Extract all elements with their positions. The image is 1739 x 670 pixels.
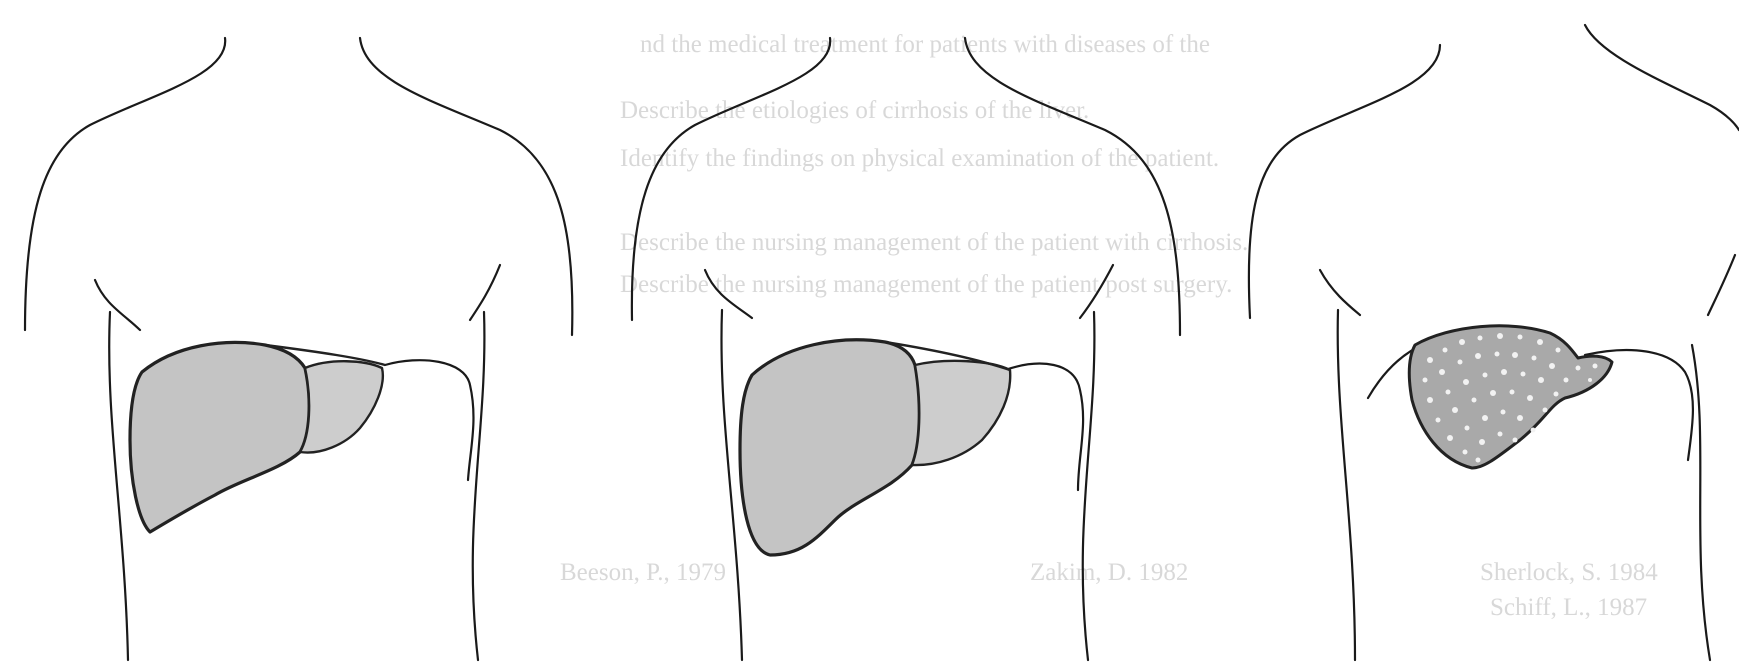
liver-right-lobe: [130, 342, 309, 532]
nodule: [1554, 392, 1559, 397]
nodule: [1463, 379, 1469, 385]
rib-cage-line: [1320, 270, 1360, 315]
nodule: [1588, 378, 1592, 382]
torso-outline: [1338, 310, 1355, 660]
torso-outline: [25, 38, 225, 330]
nodule: [1443, 348, 1448, 353]
nodule: [1427, 397, 1433, 403]
nodule: [1452, 407, 1458, 413]
bleed-line: Zakim, D. 1982: [1030, 559, 1188, 586]
bleed-line: Schiff, L., 1987: [1490, 594, 1647, 621]
nodule: [1537, 339, 1543, 345]
nodule: [1465, 426, 1470, 431]
nodule: [1478, 336, 1483, 341]
nodule: [1439, 369, 1445, 375]
nodule: [1476, 458, 1481, 463]
liver-left-lobe: [300, 361, 383, 452]
nodule: [1447, 435, 1453, 441]
nodule: [1501, 369, 1507, 375]
nodule: [1472, 398, 1477, 403]
nodule: [1518, 335, 1523, 340]
bleed-line: Sherlock, S. 1984: [1480, 559, 1658, 586]
bleed-line: Describe the etiologies of cirrhosis of …: [620, 97, 1089, 124]
nodule: [1479, 439, 1485, 445]
panel-normal-liver: [25, 38, 572, 660]
rib-cage-line: [1708, 255, 1735, 315]
nodule: [1538, 377, 1544, 383]
nodule: [1490, 390, 1496, 396]
nodule: [1543, 408, 1548, 413]
nodule: [1446, 390, 1451, 395]
costal-margin-line: [1005, 364, 1083, 490]
nodule: [1531, 428, 1536, 433]
nodule: [1512, 352, 1518, 358]
torso-outline: [109, 312, 128, 660]
nodule: [1495, 352, 1500, 357]
nodule: [1564, 378, 1569, 383]
costal-margin-line: [385, 360, 473, 480]
nodule: [1463, 450, 1468, 455]
nodule: [1549, 363, 1555, 369]
nodule: [1483, 373, 1488, 378]
torso-outline: [1692, 345, 1710, 660]
nodule: [1532, 356, 1537, 361]
nodule: [1459, 339, 1465, 345]
torso-outline: [473, 312, 485, 660]
bleed-line: Describe the nursing management of the p…: [620, 229, 1248, 256]
torso-outline: [1083, 312, 1095, 660]
nodule: [1593, 364, 1598, 369]
liver-left-lobe: [912, 361, 1010, 465]
cirrhotic-liver: [1409, 326, 1612, 468]
liver-right-lobe: [740, 340, 919, 555]
nodule: [1517, 415, 1523, 421]
rib-cage-line: [95, 280, 140, 330]
torso-outline: [1585, 25, 1739, 130]
torso-outline: [721, 310, 742, 660]
nodule: [1521, 372, 1526, 377]
nodule: [1497, 333, 1503, 339]
nodule: [1510, 390, 1515, 395]
nodule: [1498, 432, 1503, 437]
nodule: [1427, 357, 1433, 363]
nodule: [1458, 360, 1463, 365]
torso-outline: [1249, 45, 1440, 318]
nodule: [1527, 395, 1533, 401]
nodule: [1513, 438, 1518, 443]
nodule: [1482, 415, 1488, 421]
bleed-line: Identify the findings on physical examin…: [620, 145, 1219, 172]
nodule: [1576, 366, 1581, 371]
nodule: [1501, 410, 1506, 415]
nodule: [1556, 348, 1561, 353]
bleed-line: Beeson, P., 1979: [560, 559, 726, 586]
nodule: [1436, 418, 1441, 423]
torso-outline: [360, 38, 572, 335]
nodule: [1423, 378, 1428, 383]
nodule: [1475, 353, 1481, 359]
bleed-line: nd the medical treatment for patients wi…: [640, 31, 1210, 58]
